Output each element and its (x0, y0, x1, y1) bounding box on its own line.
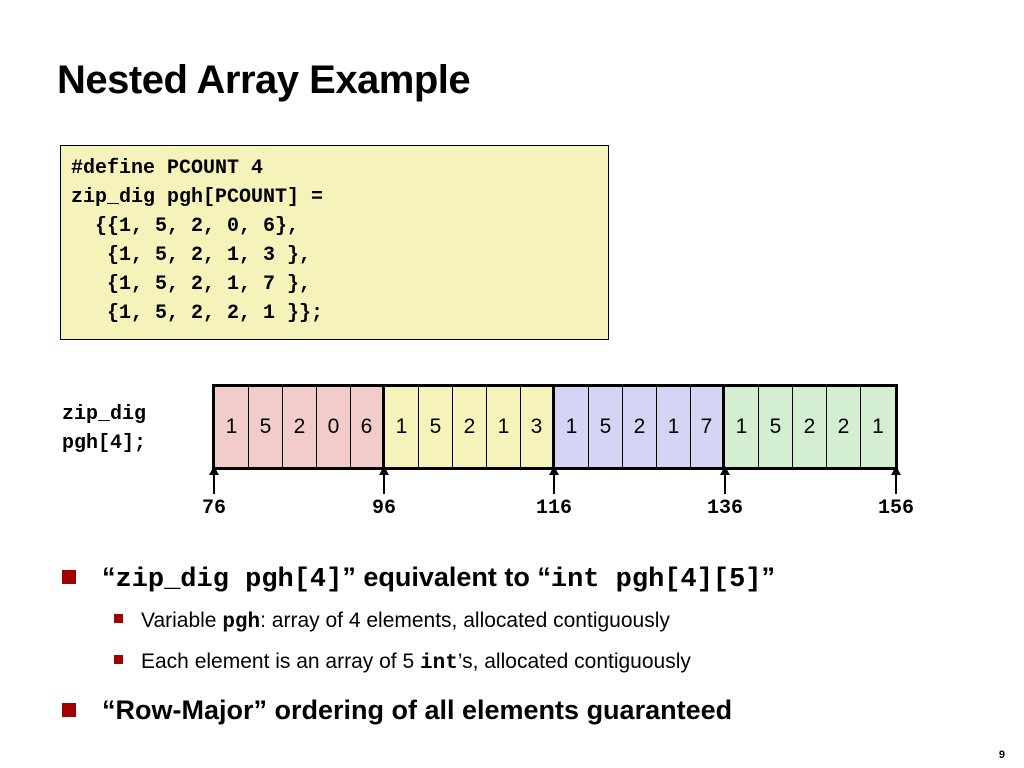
sub-bullet-item: Variable pgh: array of 4 elements, alloc… (114, 609, 670, 634)
inline-code: pgh (222, 611, 261, 634)
array-cell: 1 (215, 387, 249, 467)
array-cell: 1 (555, 387, 589, 467)
address-arrow-icon (720, 466, 730, 494)
slide-title: Nested Array Example (57, 58, 471, 102)
array-cell: 3 (521, 387, 555, 467)
bullet-item: “Row-Major” ordering of all elements gua… (62, 695, 732, 726)
address-label: 96 (371, 497, 396, 520)
array-cell: 2 (623, 387, 657, 467)
array-cell: 1 (385, 387, 419, 467)
bullet-text: ” (761, 562, 776, 592)
array-cell: 6 (351, 387, 385, 467)
bullet-text: Variable (141, 609, 223, 632)
array-cell: 2 (827, 387, 861, 467)
inline-code: zip_dig pgh[4] (115, 565, 343, 595)
array-cell: 2 (283, 387, 317, 467)
array-cell: 1 (657, 387, 691, 467)
sub-bullet-item: Each element is an array of 5 int’s, all… (114, 650, 691, 675)
inline-code: int (419, 652, 458, 675)
bullet-text: “ (102, 562, 116, 592)
bullet-square-icon (62, 570, 76, 584)
bullet-text: ” equivalent to “ (342, 562, 551, 592)
array-cell: 1 (725, 387, 759, 467)
code-line: #define PCOUNT 4 (71, 157, 264, 180)
page-number: 9 (998, 749, 1005, 761)
bullet-square-icon (114, 655, 123, 664)
bullet-text: Each element is an array of 5 (141, 650, 420, 673)
array-cell: 1 (861, 387, 895, 467)
bullet-text: : array of 4 elements, allocated contigu… (260, 609, 670, 632)
address-label: 156 (877, 497, 914, 520)
address-arrow-icon (209, 466, 219, 494)
address-label: 116 (535, 497, 572, 520)
array-cell: 5 (419, 387, 453, 467)
array-cell: 2 (453, 387, 487, 467)
code-line: {1, 5, 2, 1, 3 }, (71, 244, 312, 267)
array-cell: 2 (793, 387, 827, 467)
bullet-square-icon (114, 614, 123, 623)
array-cell: 5 (759, 387, 793, 467)
array-cell: 5 (249, 387, 283, 467)
code-line: {1, 5, 2, 2, 1 }}; (71, 302, 324, 325)
bullet-square-icon (62, 703, 76, 717)
bullet-item: “zip_dig pgh[4]” equivalent to “int pgh[… (62, 562, 775, 595)
code-line: {{1, 5, 2, 0, 6}, (71, 215, 300, 238)
address-label: 136 (706, 497, 743, 520)
array-cell: 5 (589, 387, 623, 467)
declaration-type: zip_dig (62, 403, 147, 426)
code-block: #define PCOUNT 4 zip_dig pgh[PCOUNT] = {… (60, 145, 609, 340)
declaration-name: pgh[4]; (62, 432, 147, 455)
bullet-text: ’s, allocated contiguously (457, 650, 691, 673)
address-arrow-icon (549, 466, 559, 494)
array-cell: 0 (317, 387, 351, 467)
bullet-text: “Row-Major” ordering of all elements gua… (102, 695, 733, 725)
address-label: 76 (201, 497, 226, 520)
address-arrow-icon (379, 466, 389, 494)
address-arrow-icon (891, 466, 901, 494)
inline-code: int pgh[4][5] (550, 565, 762, 595)
array-cell: 7 (691, 387, 725, 467)
array-declaration-label: zip_dig pgh[4]; (62, 400, 146, 458)
code-line: {1, 5, 2, 1, 7 }, (71, 273, 312, 296)
code-line: zip_dig pgh[PCOUNT] = (71, 186, 324, 209)
array-cell: 1 (487, 387, 521, 467)
